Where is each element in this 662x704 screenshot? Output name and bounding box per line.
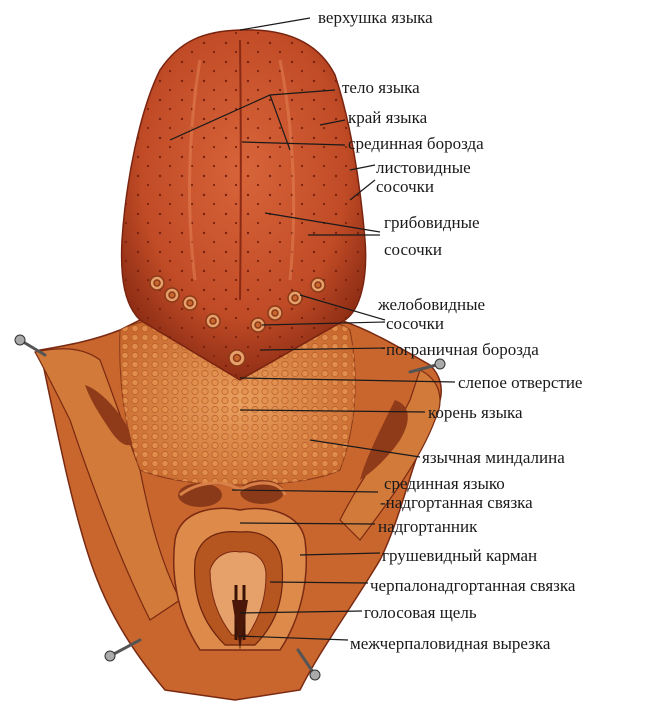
label-lingual-tonsil: язычная миндалина bbox=[422, 448, 565, 467]
label-body: тело языка bbox=[342, 78, 420, 97]
label-interarytenoid-notch: межчерпаловидная вырезка bbox=[350, 634, 550, 653]
label-apex: верхушка языка bbox=[318, 8, 433, 27]
label-root: корень языка bbox=[428, 403, 523, 422]
median-sulcus bbox=[240, 40, 241, 300]
label-vallate-2: сосочки bbox=[386, 314, 444, 333]
label-fungiform-1: грибовидные bbox=[384, 213, 480, 232]
label-median-sulcus: срединная борозда bbox=[348, 134, 484, 153]
label-fungiform-2: сосочки bbox=[384, 240, 442, 259]
label-median-fold-2: -надгортанная связка bbox=[380, 493, 533, 512]
tongue-body-dots bbox=[122, 30, 366, 380]
label-foliate-2: сосочки bbox=[376, 177, 434, 196]
label-margin: край языка bbox=[348, 108, 427, 127]
label-terminal-sulcus: пограничная борозда bbox=[386, 340, 539, 359]
label-foramen-cecum: слепое отверстие bbox=[458, 373, 582, 392]
label-aryepiglottic-fold: черпалонадгортанная связка bbox=[370, 576, 575, 595]
label-rima-glottidis: голосовая щель bbox=[364, 603, 477, 622]
label-foliate-1: листовидные bbox=[376, 158, 471, 177]
label-median-fold-1: срединная языко bbox=[384, 474, 505, 493]
label-vallate-1: желобовидные bbox=[378, 295, 485, 314]
label-piriform-recess: грушевидный карман bbox=[382, 546, 537, 565]
label-epiglottis: надгортанник bbox=[378, 517, 477, 536]
